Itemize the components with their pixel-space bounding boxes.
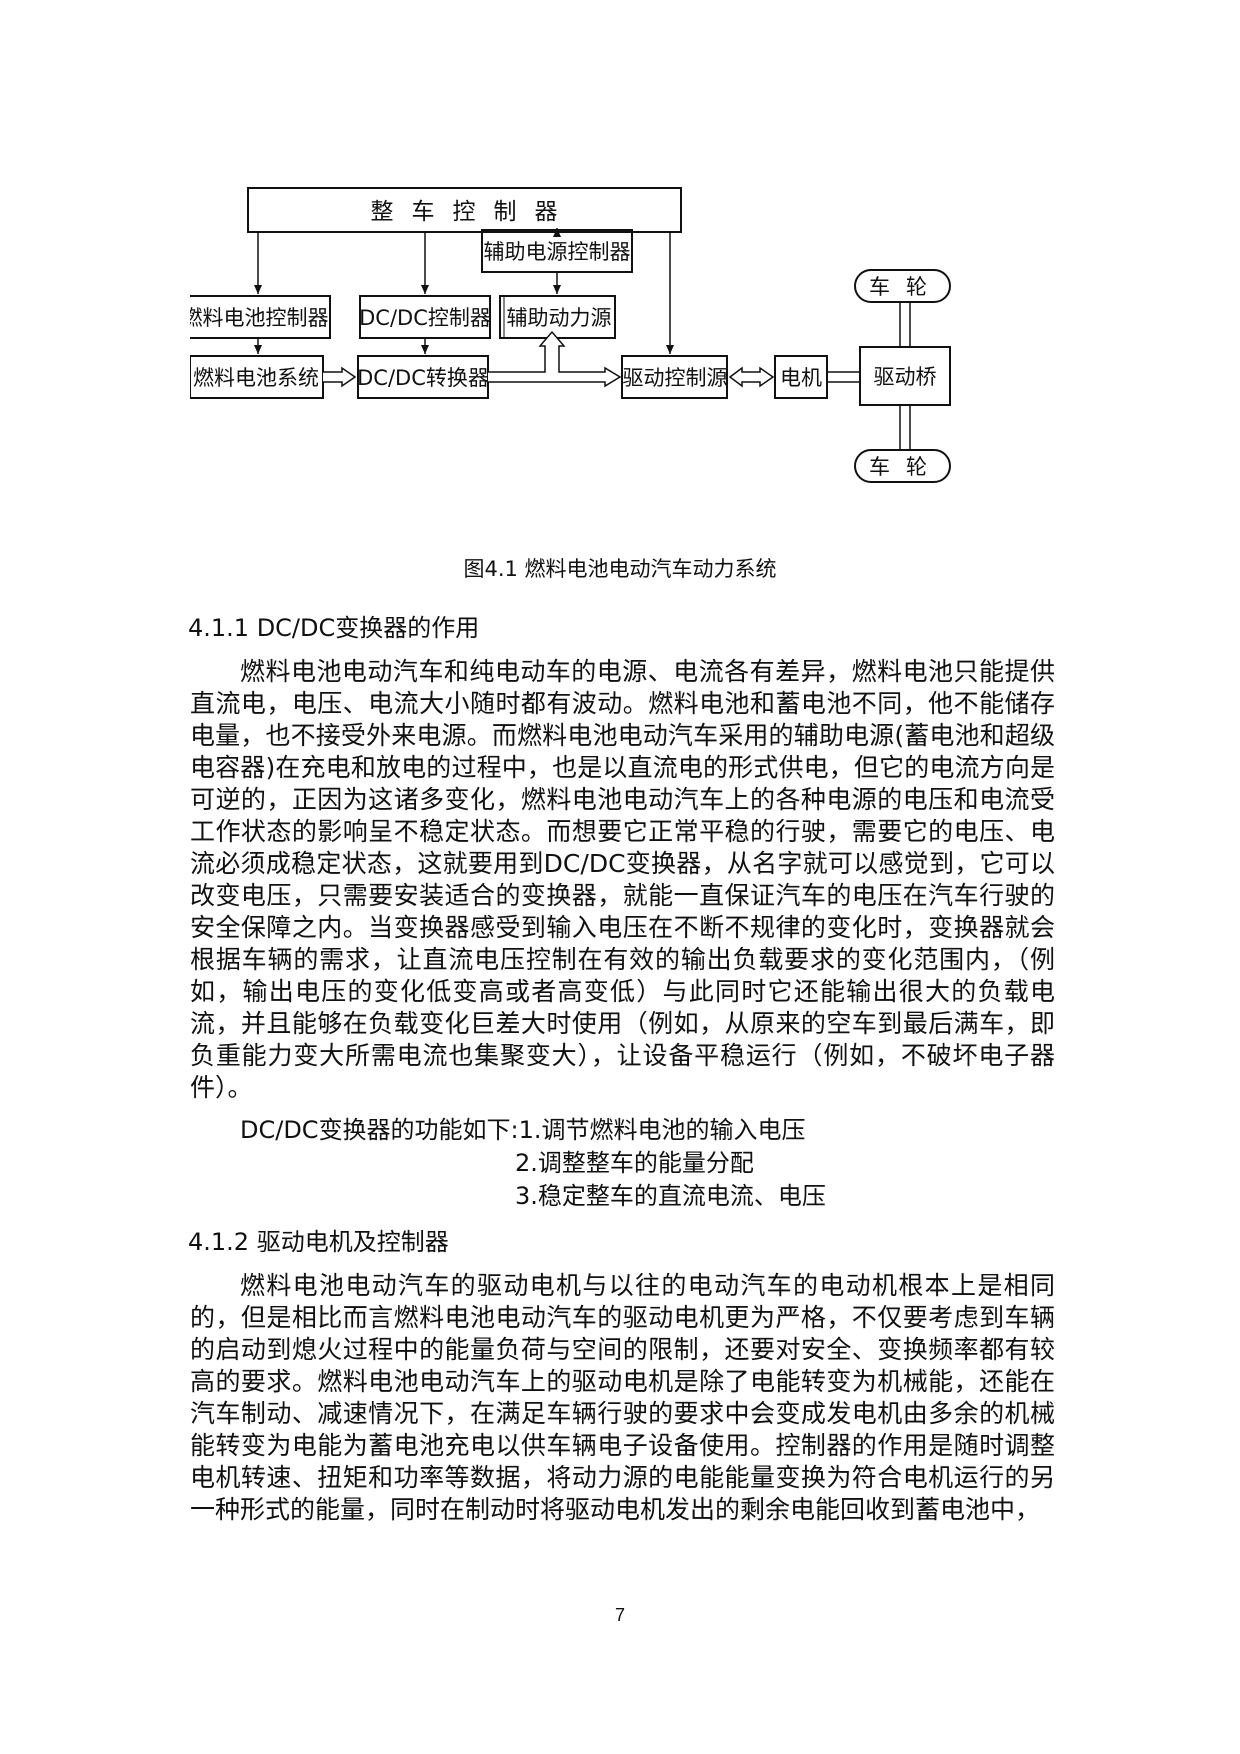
function-list-prefix: DC/DC变换器的功能如下: [240, 1116, 519, 1144]
aux-power-controller-label: 辅助电源控制器 [484, 240, 631, 264]
powertrain-diagram: 整车控制器 辅助电源控制器 燃料电池控制器 DC/DC控制器 辅助动力源 燃料电… [190, 187, 951, 483]
section-paragraph-dcdc: 燃料电池电动汽车和纯电动车的电源、电流各有差异，燃料电池只能提供直流电，电压、电… [190, 657, 1055, 1102]
aux-power-source-label: 辅助动力源 [507, 306, 612, 330]
function-item: 1.调节燃料电池的输入电压 [518, 1116, 806, 1144]
wheel-bottom-shape [854, 449, 951, 483]
drive-axle-label: 驱动桥 [874, 365, 937, 389]
section-paragraph-motor: 燃料电池电动汽车的驱动电机与以往的电动汽车的电动机根本上是相同的，但是相比而言燃… [190, 1271, 1055, 1524]
fc-controller-box [190, 295, 331, 339]
wheel-bottom-label: 车轮 [869, 455, 943, 479]
dcdc-controller-label: DC/DC控制器 [359, 306, 491, 330]
motor-box [774, 355, 828, 399]
dcdc-converter-label: DC/DC转换器 [357, 366, 489, 390]
motor-label: 电机 [780, 366, 822, 390]
vehicle-controller-box [247, 187, 682, 233]
drive-controller-box [621, 355, 728, 399]
page-number: 7 [614, 1605, 625, 1625]
drive-controller-label: 驱动控制源 [623, 366, 728, 390]
vehicle-controller-label: 整车控制器 [371, 199, 576, 225]
figure-caption: 图4.1 燃料电池电动汽车动力系统 [463, 557, 777, 581]
wheel-top-shape [854, 269, 951, 303]
function-list-intro: DC/DC变换器的功能如下:1.调节燃料电池的输入电压 [240, 1110, 806, 1145]
section-heading-dcdc: 4.1.1 DC/DC变换器的作用 [188, 614, 480, 642]
drive-axle-box [859, 346, 951, 406]
fc-system-label: 燃料电池系统 [193, 366, 319, 390]
fc-controller-label: 燃料电池控制器 [190, 306, 329, 330]
function-item: 2.调整整车的能量分配 [515, 1149, 754, 1177]
section-heading-motor: 4.1.2 驱动电机及控制器 [188, 1228, 449, 1256]
function-item: 3.稳定整车的直流电流、电压 [515, 1182, 826, 1210]
wheel-top-label: 车轮 [869, 275, 943, 299]
